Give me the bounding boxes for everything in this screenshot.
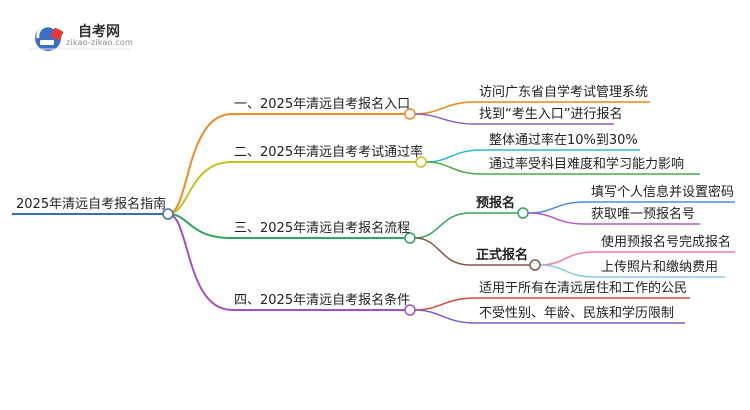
branch-1-label: 一、2025年清远自考报名入口 <box>234 97 411 112</box>
branch-3-label: 三、2025年清远自考报名流程 <box>234 221 411 236</box>
branch-2-label: 二、2025年清远自考考试通过率 <box>234 145 424 160</box>
logo-mark-icon <box>35 24 63 51</box>
leaf-3-2-1: 使用预报名号完成报名 <box>601 235 732 250</box>
branch-4-label: 四、2025年清远自考报名条件 <box>234 293 411 308</box>
leaf-4-1: 适用于所有在清远居住和工作的公民 <box>479 281 688 296</box>
leaf-1-1: 访问广东省自学考试管理系统 <box>479 85 649 100</box>
leaf-1-2: 找到“考生入口”进行报名 <box>479 107 623 122</box>
leaf-2-2: 通过率受科目难度和学习能力影响 <box>489 157 685 172</box>
subgroup-pre-registration: 预报名 <box>476 196 516 211</box>
leaf-2-1: 整体通过率在10%到30% <box>489 133 638 148</box>
root-node: 2025年清远自考报名指南 <box>16 197 167 212</box>
subgroup-formal-registration: 正式报名 <box>476 248 529 263</box>
leaf-3-1-2: 获取唯一预报名号 <box>591 207 696 222</box>
logo-name: 自考网 <box>78 24 120 40</box>
leaf-3-2-2: 上传照片和缴纳费用 <box>601 260 719 275</box>
leaf-3-1-1: 填写个人信息并设置密码 <box>591 185 735 200</box>
logo-url: zikao-zikao.com <box>66 38 133 47</box>
leaf-4-2: 不受性别、年龄、民族和学历限制 <box>479 306 675 321</box>
